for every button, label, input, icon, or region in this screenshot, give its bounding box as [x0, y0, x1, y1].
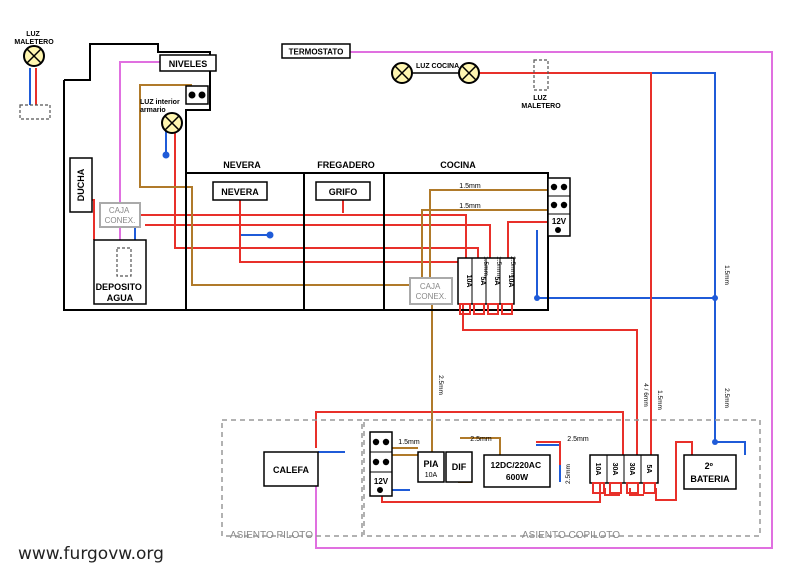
bottom-fuse-block — [589, 454, 659, 494]
luz-cocina-lamp-2-icon — [458, 62, 480, 84]
wire-label: 1.5mm — [495, 256, 502, 276]
luz-cocina-lamp-1-icon — [391, 62, 413, 84]
niveles-label: NIVELES — [169, 59, 208, 69]
dif-label: DIF — [452, 462, 467, 472]
wire-label: 1.5mm — [459, 183, 481, 190]
nevera-box — [212, 181, 268, 201]
deposito-agua-box — [93, 239, 147, 305]
luz-interior-label: LUZ interior armario — [140, 99, 182, 114]
positive-wires — [35, 68, 693, 503]
top-12v-block — [547, 177, 571, 237]
grifo-box — [315, 181, 371, 201]
inverter-label: 12DC/220AC 600W — [491, 460, 544, 482]
wire-label: 1.5mm — [723, 265, 730, 285]
wire-label: 2.5mm — [470, 436, 492, 443]
junction-dot — [534, 295, 540, 301]
wire-label: 2.5mm — [437, 375, 444, 395]
junction-dot — [712, 439, 718, 445]
bateria-box — [683, 454, 737, 490]
wire-label: 1.5mm — [656, 390, 663, 410]
luz-maletero-right-switch — [533, 59, 549, 91]
deposito-sensor — [116, 247, 132, 277]
deposito-agua-label: DEPOSITO AGUA — [96, 282, 145, 303]
furniture-outline — [63, 43, 549, 311]
bottom-fuse-2: 30A — [611, 463, 618, 476]
wire-label: 1.5mm — [459, 203, 481, 210]
junction-dot — [712, 295, 718, 301]
asiento-copiloto-area — [363, 419, 761, 537]
inverter-box — [483, 454, 551, 488]
top-fuse-1: 10A — [465, 275, 472, 288]
top-fuse-4: 10A — [507, 275, 514, 288]
cocina-header: COCINA — [440, 160, 476, 170]
fregadero-header: FREGADERO — [317, 160, 375, 170]
caja-conex-right-box — [409, 277, 453, 305]
calefa-label: CALEFA — [273, 465, 310, 475]
termostato-label: TERMOSTATO — [289, 48, 344, 57]
ducha-label: DUCHA — [76, 168, 86, 201]
calefa-box — [263, 451, 319, 487]
watermark: www.furgovw.org — [18, 544, 164, 564]
luz-maletero-left-lamp-icon — [23, 45, 45, 67]
dif-box — [445, 451, 473, 483]
wire-label: 1.5mm — [482, 256, 489, 276]
bottom-fuse-3: 30A — [628, 463, 635, 476]
wire-label: 4 / 6mm — [642, 383, 649, 406]
asiento-copiloto-label: ASIENTO COPILOTO — [522, 530, 620, 541]
luz-interior-ground-dot — [162, 151, 170, 159]
ducha-box — [69, 157, 93, 213]
luz-interior-lamp-icon — [161, 112, 183, 134]
nevera-label: NEVERA — [221, 187, 259, 197]
bateria-label: 2º BATERIA — [690, 461, 730, 484]
pia-box — [417, 451, 445, 483]
niveles-connector — [185, 85, 209, 105]
luz-cocina-label: LUZ COCINA — [416, 63, 459, 70]
pia-rating: 10A — [425, 472, 438, 479]
grifo-label: GRIFO — [329, 187, 358, 197]
bottom-fuse-1: 10A — [594, 463, 601, 476]
bottom-12v-block — [369, 431, 393, 497]
wire-label: 1.5mm — [398, 439, 420, 446]
wire-label: 2.5mm — [723, 388, 730, 408]
wire-label: 2.5mm — [565, 464, 572, 484]
bottom-12v-label: 12V — [374, 477, 389, 486]
top-fuse-2: 5A — [479, 277, 486, 286]
luz-maletero-right-label: LUZ MALETERO — [521, 95, 561, 110]
pia-label: PIA — [423, 459, 439, 469]
top-12v-label: 12V — [552, 217, 567, 226]
asiento-piloto-area — [221, 419, 363, 537]
top-fuse-block — [457, 257, 515, 315]
termostato-box — [281, 43, 351, 59]
wire-label: 2.5mm — [509, 256, 516, 276]
top-fuse-3: 5A — [493, 277, 500, 286]
nevera-header: NEVERA — [223, 160, 261, 170]
caja-conex-left-label: CAJA CONEX. — [105, 206, 136, 225]
caja-conex-left-box — [99, 202, 141, 228]
luz-maletero-left-label: LUZ MALETERO — [14, 31, 54, 46]
caja-conex-right-label: CAJA CONEX. — [416, 282, 447, 301]
luz-maletero-left-switch — [19, 104, 51, 120]
niveles-box — [159, 54, 217, 72]
wire-label: 2.5mm — [567, 436, 589, 443]
bottom-fuse-4: 5A — [645, 465, 652, 474]
asiento-piloto-label: ASIENTO PILOTO — [230, 530, 313, 541]
nevera-ground-dot — [266, 231, 274, 239]
